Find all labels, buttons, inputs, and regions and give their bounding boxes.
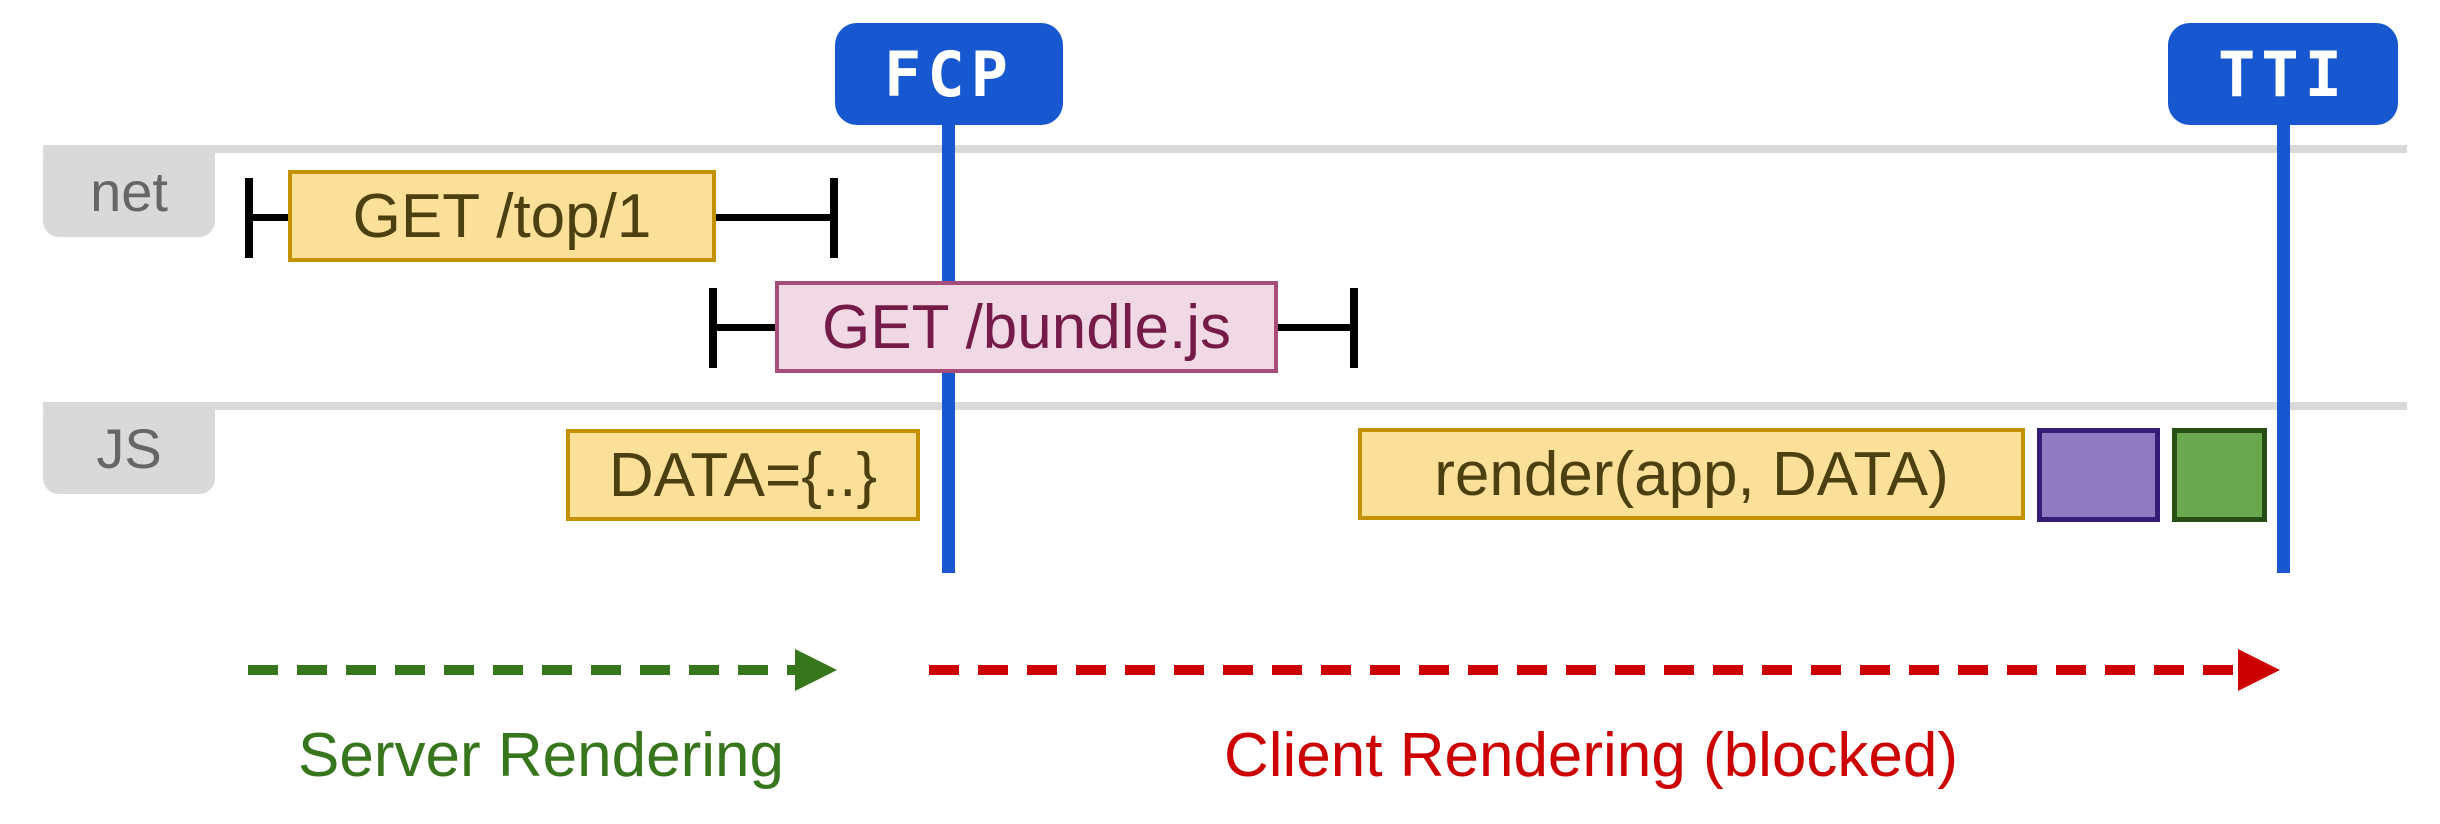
request-top1-start-tick xyxy=(245,178,253,258)
request-bundle-start-tick xyxy=(709,288,717,368)
client-rendering-phase-label: Client Rendering (blocked) xyxy=(1223,721,1959,790)
net-lane-label: net xyxy=(90,159,168,223)
request-bundle-right-connector xyxy=(1278,324,1352,331)
fcp-badge: FCP xyxy=(835,23,1063,125)
js-lane-tab: JS xyxy=(43,402,215,494)
js-task-green-box xyxy=(2172,428,2267,522)
request-top1-right-connector xyxy=(716,214,834,221)
net-lane-line xyxy=(43,145,2407,153)
request-bundle-label: GET /bundle.js xyxy=(822,292,1231,362)
server-rendering-arrowhead-icon xyxy=(795,649,837,691)
request-bundle-end-tick xyxy=(1350,288,1358,368)
net-lane-tab: net xyxy=(43,145,215,237)
tti-badge: TTI xyxy=(2168,23,2398,125)
request-top1-label: GET /top/1 xyxy=(352,181,652,251)
request-bundle-left-connector xyxy=(714,324,776,331)
js-task-data-label: DATA={..} xyxy=(608,440,878,510)
fcp-badge-label: FCP xyxy=(884,37,1014,111)
js-task-purple-box xyxy=(2037,428,2160,522)
request-top1-box: GET /top/1 xyxy=(288,170,716,262)
request-bundle-box: GET /bundle.js xyxy=(775,281,1278,373)
tti-marker-line xyxy=(2277,120,2290,573)
js-task-render-box: render(app, DATA) xyxy=(1358,428,2025,520)
client-rendering-arrowhead-icon xyxy=(2238,649,2280,691)
server-rendering-arrow xyxy=(248,665,797,675)
request-top1-left-connector xyxy=(250,214,290,221)
server-rendering-phase-label: Server Rendering xyxy=(298,721,784,790)
client-rendering-arrow xyxy=(929,665,2239,675)
js-lane-line xyxy=(43,402,2407,410)
request-top1-end-tick xyxy=(830,178,838,258)
js-lane-label: JS xyxy=(96,416,162,480)
js-task-render-label: render(app, DATA) xyxy=(1434,439,1949,509)
tti-badge-label: TTI xyxy=(2218,37,2348,111)
js-task-data-box: DATA={..} xyxy=(566,429,920,521)
